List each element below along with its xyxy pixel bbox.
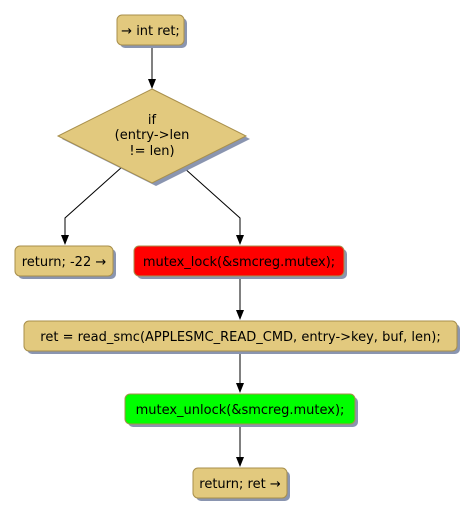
node-mutex-lock-label: mutex_lock(&smcreg.mutex); <box>143 255 335 270</box>
node-mutex-unlock: mutex_unlock(&smcreg.mutex); <box>124 393 358 427</box>
node-decision: if (entry->len != len) <box>56 88 250 186</box>
edge-decision-to-return-err <box>61 166 123 245</box>
node-read-smc: ret = read_smc(APPLESMC_READ_CMD, entry-… <box>23 320 460 354</box>
decision-line-2: (entry->len <box>115 128 190 143</box>
node-read-smc-label: ret = read_smc(APPLESMC_READ_CMD, entry-… <box>40 330 440 345</box>
decision-line-3: != len) <box>129 144 174 159</box>
decision-line-1: if <box>148 113 157 128</box>
node-return-err: return; -22 → <box>14 245 116 279</box>
node-return-ret-label: return; ret → <box>199 477 281 492</box>
edges <box>61 46 244 467</box>
node-return-ret: return; ret → <box>192 467 290 501</box>
node-mutex-lock: mutex_lock(&smcreg.mutex); <box>133 245 347 279</box>
node-start-label: → int ret; <box>121 24 180 39</box>
node-mutex-unlock-label: mutex_unlock(&smcreg.mutex); <box>136 403 345 418</box>
node-return-err-label: return; -22 → <box>22 255 107 270</box>
edge-decision-to-mutex-lock <box>182 166 244 245</box>
node-start: → int ret; <box>116 14 187 48</box>
